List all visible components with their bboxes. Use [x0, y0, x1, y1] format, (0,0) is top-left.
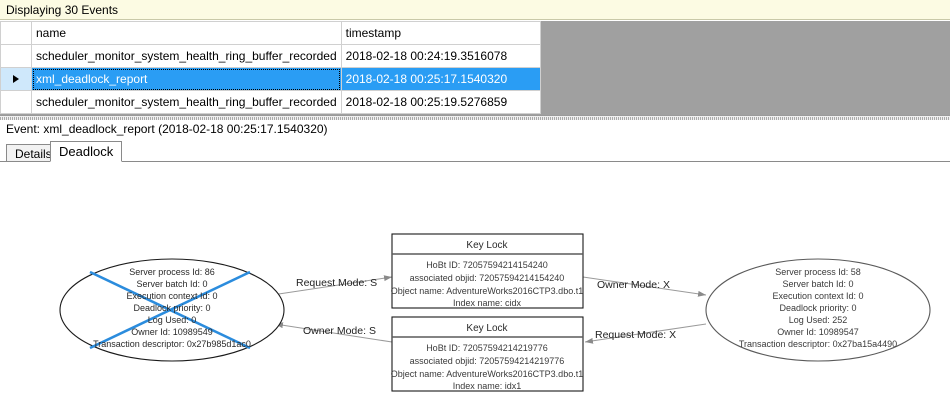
resource-bottom-title: Key Lock: [466, 323, 508, 334]
resource-bottom-line-1: associated objid: 72057594214219776: [410, 356, 565, 366]
tabstrip: Details Deadlock: [0, 140, 950, 162]
survivor-line-2: Execution context Id: 0: [772, 291, 863, 301]
resource-top-line-3: Index name: cidx: [453, 298, 522, 308]
table-row[interactable]: scheduler_monitor_system_health_ring_buf…: [0, 44, 541, 68]
victim-cross-icon: [89, 270, 251, 350]
row-selector-cell[interactable]: [0, 67, 32, 91]
resource-top-line-1: associated objid: 72057594214154240: [410, 273, 565, 283]
tab-details[interactable]: Details: [6, 144, 61, 162]
row-selector-cell[interactable]: [0, 90, 32, 114]
resource-bottom-line-3: Index name: idx1: [453, 381, 522, 391]
cell-timestamp[interactable]: 2018-02-18 00:25:19.5276859: [340, 90, 541, 114]
resource-node-key-lock-bottom[interactable]: Key Lock HoBt ID: 72057594214219776 asso…: [391, 316, 584, 392]
table-row[interactable]: scheduler_monitor_system_health_ring_buf…: [0, 90, 541, 114]
edge-label-request-mode-s: Request Mode: S: [296, 277, 377, 289]
column-header-selector: [0, 21, 32, 45]
event-header: Event: xml_deadlock_report (2018-02-18 0…: [0, 120, 950, 140]
column-header-timestamp[interactable]: timestamp: [340, 21, 541, 45]
victim-line-5: Owner Id: 10989549: [131, 327, 213, 337]
deadlock-graph-canvas[interactable]: Request Mode: S Owner Mode: X Owner Mode…: [0, 162, 950, 400]
event-header-label: Event: xml_deadlock_report (2018-02-18 0…: [6, 122, 328, 136]
edge-label-owner-mode-s: Owner Mode: S: [303, 325, 376, 337]
column-header-name[interactable]: name: [31, 21, 342, 45]
cell-name[interactable]: scheduler_monitor_system_health_ring_buf…: [31, 44, 342, 68]
events-count-banner: Displaying 30 Events: [0, 0, 950, 20]
edge-label-request-mode-x: Request Mode: X: [595, 329, 676, 341]
cell-timestamp[interactable]: 2018-02-18 00:25:17.1540320: [340, 67, 541, 91]
resource-top-title: Key Lock: [466, 240, 508, 251]
survivor-line-3: Deadlock priority: 0: [779, 303, 856, 313]
events-grid[interactable]: name timestamp scheduler_monitor_system_…: [0, 21, 950, 115]
victim-line-4: Log Used: 0: [148, 315, 197, 325]
edge-request-mode-x: Request Mode: X: [584, 323, 707, 344]
victim-line-3: Deadlock priority: 0: [133, 303, 210, 313]
cell-timestamp[interactable]: 2018-02-18 00:24:19.3516078: [340, 44, 541, 68]
process-node-survivor[interactable]: Server process Id: 58 Server batch Id: 0…: [705, 258, 931, 362]
events-table[interactable]: name timestamp scheduler_monitor_system_…: [0, 21, 541, 114]
edge-label-owner-mode-x: Owner Mode: X: [597, 279, 670, 291]
panel-splitter[interactable]: [0, 115, 950, 121]
resource-top-line-0: HoBt ID: 72057594214154240: [426, 260, 548, 270]
deadlock-graph[interactable]: Request Mode: S Owner Mode: X Owner Mode…: [0, 162, 950, 400]
row-selector-cell[interactable]: [0, 44, 32, 68]
survivor-line-6: Transaction descriptor: 0x27ba15a4490: [739, 339, 897, 349]
resource-top-line-2: Object name: AdventureWorks2016CTP3.dbo.…: [391, 286, 583, 296]
edge-request-mode-s: Request Mode: S: [271, 275, 393, 296]
victim-line-1: Server batch Id: 0: [136, 279, 207, 289]
table-header-row: name timestamp: [0, 21, 541, 45]
cell-name[interactable]: xml_deadlock_report: [31, 67, 342, 91]
resource-bottom-line-2: Object name: AdventureWorks2016CTP3.dbo.…: [391, 369, 583, 379]
survivor-line-0: Server process Id: 58: [775, 267, 861, 277]
survivor-line-5: Owner Id: 10989547: [777, 327, 859, 337]
victim-line-2: Execution context Id: 0: [126, 291, 217, 301]
edge-owner-mode-s: Owner Mode: S: [274, 322, 393, 343]
survivor-line-4: Log Used: 252: [789, 315, 848, 325]
row-marker-icon: [13, 75, 19, 83]
cell-name[interactable]: scheduler_monitor_system_health_ring_buf…: [31, 90, 342, 114]
edge-owner-mode-x: Owner Mode: X: [582, 276, 707, 297]
process-node-victim[interactable]: Server process Id: 86 Server batch Id: 0…: [59, 258, 285, 362]
resource-node-key-lock-top[interactable]: Key Lock HoBt ID: 72057594214154240 asso…: [391, 233, 584, 309]
table-row[interactable]: xml_deadlock_report 2018-02-18 00:25:17.…: [0, 67, 541, 91]
events-count-label: Displaying 30 Events: [6, 3, 119, 17]
resource-bottom-line-0: HoBt ID: 72057594214219776: [426, 343, 548, 353]
tab-deadlock[interactable]: Deadlock: [50, 141, 123, 162]
victim-line-0: Server process Id: 86: [129, 267, 215, 277]
survivor-line-1: Server batch Id: 0: [782, 279, 853, 289]
victim-line-6: Transaction descriptor: 0x27b985d1ac0: [93, 339, 251, 349]
